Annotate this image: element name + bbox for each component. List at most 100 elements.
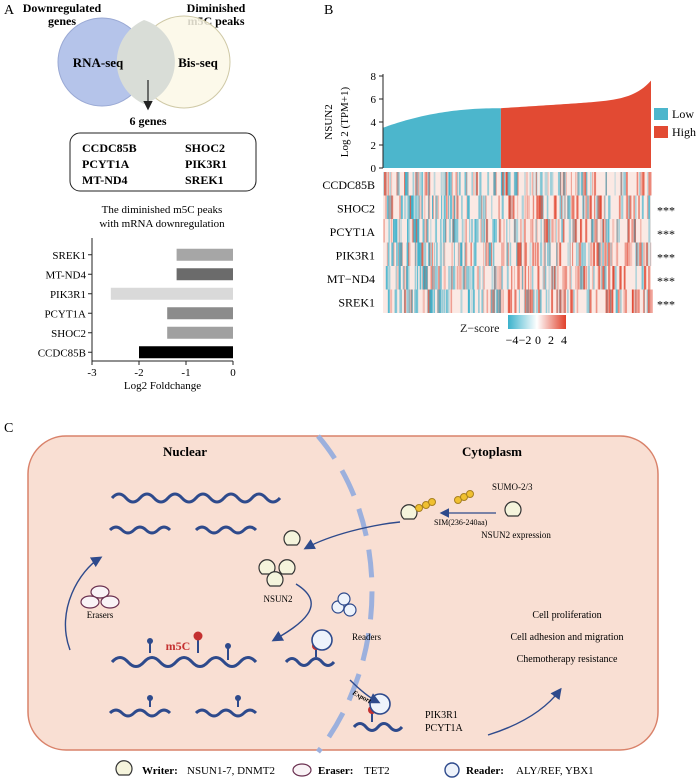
- heatmap-cell: [523, 289, 526, 313]
- heatmap-cell: [640, 172, 642, 196]
- heatmap-cell: [513, 266, 516, 290]
- heatmap-cell: [491, 289, 493, 313]
- heatmap-cell: [410, 195, 412, 219]
- heatmap-cell: [383, 219, 385, 243]
- heatmap-cell: [516, 242, 519, 266]
- heatmap-cell: [557, 266, 559, 290]
- heatmap-cell: [422, 242, 425, 266]
- heatmap-cell: [598, 242, 601, 266]
- heatmap-cell: [528, 195, 530, 219]
- heatmap-cell: [527, 289, 529, 313]
- heatmap-cell: [582, 195, 584, 219]
- heatmap-cell: [471, 266, 474, 290]
- heatmap-cell: [397, 242, 400, 266]
- heatmap-cell: [569, 266, 572, 290]
- y-tick-label: 4: [371, 117, 377, 129]
- heatmap-cell: [583, 266, 585, 290]
- heatmap-cell: [443, 266, 446, 290]
- heatmap-cell: [546, 242, 549, 266]
- heatmap-cell: [597, 242, 600, 266]
- heatmap-cell: [441, 289, 443, 313]
- heatmap-cell: [426, 219, 429, 243]
- heatmap-cell: [615, 266, 618, 290]
- heatmap-cell: [563, 172, 566, 196]
- heatmap-cell: [478, 266, 481, 290]
- heatmap-cell: [464, 172, 467, 196]
- heatmap-cell: [494, 266, 496, 290]
- heatmap-cell: [414, 289, 417, 313]
- heatmap-cell: [641, 195, 644, 219]
- heatmap-cell: [573, 219, 575, 243]
- heatmap-cell: [414, 219, 417, 243]
- heatmap-cell: [460, 242, 462, 266]
- heatmap-cell: [394, 219, 397, 243]
- heatmap-cell: [535, 219, 538, 243]
- heatmap-cell: [470, 289, 473, 313]
- heatmap-cell: [600, 266, 603, 290]
- heatmap-cell: [488, 242, 492, 266]
- heatmap-cell: [576, 242, 578, 266]
- heatmap-cell: [409, 242, 411, 266]
- heatmap-cell: [643, 242, 646, 266]
- heatmap-cell: [517, 266, 519, 290]
- heatmap-cell: [385, 172, 387, 196]
- heatmap-cell: [413, 172, 415, 196]
- heatmap-cell: [589, 195, 592, 219]
- heatmap-cell: [446, 195, 448, 219]
- heatmap-cell: [587, 266, 590, 290]
- heatmap-cell: [517, 266, 521, 290]
- heatmap-cell: [592, 219, 595, 243]
- heatmap-cell: [595, 219, 598, 243]
- heatmap-cell: [531, 172, 534, 196]
- heatmap-cell: [645, 242, 649, 266]
- heatmap-cell: [492, 289, 495, 313]
- heatmap-cell: [572, 242, 574, 266]
- heatmap-cell: [575, 172, 577, 196]
- heatmap-cell: [450, 195, 453, 219]
- heatmap-cell: [628, 195, 630, 219]
- heatmap-cell: [648, 219, 651, 243]
- heatmap-cell: [493, 172, 497, 196]
- heatmap-cell: [567, 289, 569, 313]
- heatmap-cell: [636, 289, 638, 313]
- heatmap-cell: [398, 242, 401, 266]
- heatmap-cell: [419, 242, 422, 266]
- legend-reader-val: ALY/REF, YBX1: [516, 765, 594, 777]
- heatmap-cell: [401, 195, 404, 219]
- heatmap-cell: [516, 242, 518, 266]
- heatmap-cell: [626, 172, 628, 196]
- heatmap-cell: [593, 219, 595, 243]
- heatmap-cell: [576, 289, 579, 313]
- heatmap-cell: [538, 289, 541, 313]
- heatmap-cell: [628, 195, 631, 219]
- heatmap-cell: [400, 289, 402, 313]
- heatmap-cell: [453, 219, 456, 243]
- heatmap-cell: [583, 195, 586, 219]
- heatmap-cell: [437, 289, 440, 313]
- heatmap-cell: [521, 266, 524, 290]
- heatmap-cell: [580, 172, 583, 196]
- category-label: SHOC2: [51, 328, 86, 340]
- heatmap-cell: [514, 219, 516, 243]
- heatmap-cell: [582, 242, 585, 266]
- heatmap-cell: [547, 289, 550, 313]
- heatmap-cell: [398, 172, 400, 196]
- heatmap-cell: [507, 172, 510, 196]
- heatmap-cell: [460, 266, 463, 290]
- category-label: CCDC85B: [38, 347, 86, 359]
- heatmap-cell: [516, 195, 519, 219]
- heatmap-cell: [424, 266, 426, 290]
- heatmap-cell: [556, 289, 559, 313]
- heatmap-cell: [496, 289, 500, 313]
- heatmap-cell: [428, 172, 431, 196]
- heatmap-cell: [546, 172, 548, 196]
- heatmap-cell: [522, 219, 524, 243]
- heatmap-cell: [624, 242, 627, 266]
- heatmap-cell: [529, 242, 532, 266]
- venn-overlap: [116, 20, 175, 104]
- panel-c-label: C: [4, 421, 13, 436]
- heatmap-cell: [585, 172, 588, 196]
- low-area: [383, 108, 501, 168]
